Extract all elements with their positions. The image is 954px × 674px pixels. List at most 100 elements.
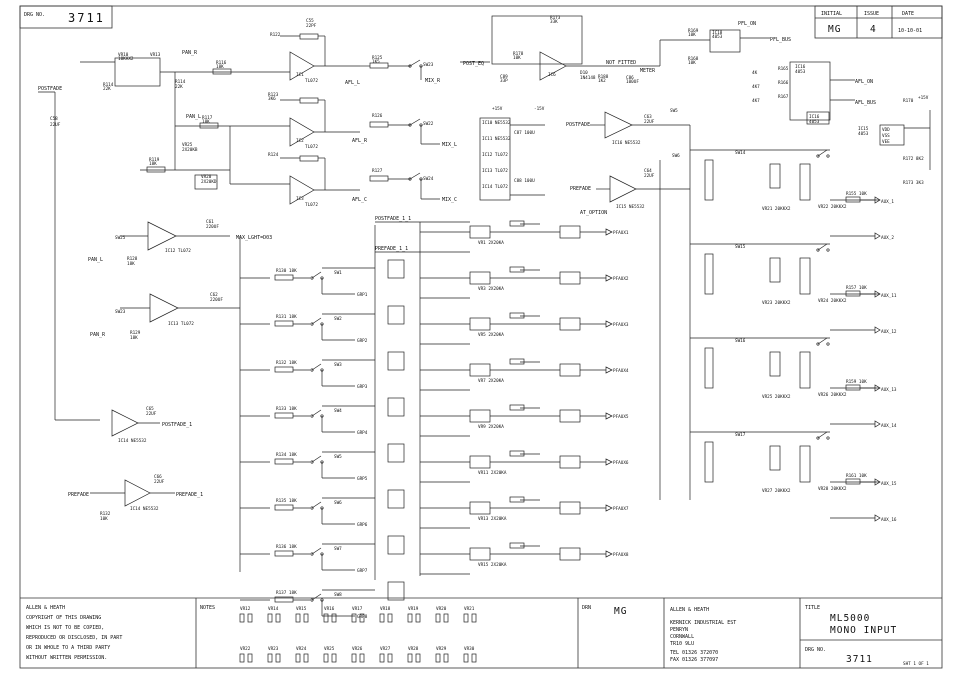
part-pin: [247, 653, 253, 663]
issue-value: 4: [870, 24, 877, 35]
pot-body: [559, 547, 581, 561]
sheet-number: SHT 1 OF 1: [903, 661, 929, 667]
resistor: [274, 596, 294, 603]
title-line-1: ML5000: [830, 613, 870, 624]
output-arrow: [605, 366, 613, 374]
part-pin: [351, 653, 357, 663]
svg-text:C87 100U: C87 100U: [514, 130, 535, 136]
pot-body: [469, 271, 491, 285]
resistor: [274, 458, 294, 465]
notes-part: VR27: [379, 646, 393, 663]
aux-output-label: AUX_11: [881, 293, 897, 299]
svg-text:4K: 4K: [752, 70, 758, 76]
part-pin: [379, 653, 385, 663]
pfl-afl-logic: IC18 4053 PFL_ON PFL_BUS R169 10K R168 1…: [659, 21, 876, 125]
svg-text:R126: R126: [372, 113, 383, 119]
switch-contact: [310, 552, 314, 556]
ic2-label: IC2: [296, 138, 304, 144]
svg-text:R116: R116: [216, 60, 227, 66]
notes-part: VR15: [295, 606, 309, 623]
vr-b-label: VR26 20KKX2: [818, 392, 847, 398]
output-arrow: [874, 420, 881, 428]
notes-part: VR22: [239, 646, 253, 663]
svg-text:4053: 4053: [712, 34, 723, 40]
output-arrow: [605, 458, 613, 466]
net-at-option: AT_OPTION: [580, 210, 607, 216]
svg-text:R129: R129: [130, 330, 141, 336]
pot-body: [559, 363, 581, 377]
resistor: [845, 478, 861, 485]
output-arrow: [605, 320, 613, 328]
output-arrow: [605, 550, 613, 558]
output-arrow: [605, 274, 613, 282]
pot-body: [799, 351, 811, 389]
part-pin: [351, 613, 357, 623]
switch-arm: [817, 431, 828, 439]
part-pin: [323, 613, 329, 623]
svg-text:C62: C62: [210, 292, 218, 298]
svg-text:VR25: VR25: [182, 142, 193, 148]
svg-text:TL072: TL072: [305, 78, 318, 84]
svg-text:TEL 01326 372070: TEL 01326 372070: [670, 650, 718, 656]
svg-text:WHICH IS NOT TO BE COPIED,: WHICH IS NOT TO BE COPIED,: [26, 625, 104, 631]
svg-text:C66: C66: [154, 474, 162, 480]
resistor: [845, 196, 861, 203]
pot-body: [769, 445, 781, 471]
switch-contact: [826, 248, 830, 252]
pfl-output-label: PFAUX3: [613, 322, 629, 328]
svg-text:R127: R127: [372, 168, 383, 174]
switch-contact: [310, 460, 314, 464]
notes-label: NOTES: [200, 605, 215, 611]
svg-text:4053: 4053: [795, 69, 806, 75]
ic-column: IC10 NE5532 IC11 NE5532 IC12 TL072 IC13 …: [479, 106, 545, 201]
net-postfade-1: POSTFADE_1: [162, 422, 192, 428]
aux-send-label: GRP2: [357, 338, 368, 344]
resistor-label: R137 18K: [276, 590, 297, 596]
output-arrow: [874, 384, 881, 392]
svg-text:C65: C65: [146, 406, 154, 412]
svg-text:18K: 18K: [149, 161, 157, 167]
output-arrow: [874, 326, 881, 334]
ic3-label: IC3: [296, 196, 304, 202]
notes-part: VR19: [407, 606, 421, 623]
svg-text:220UF: 220UF: [206, 224, 219, 230]
svg-text:FAX 01326 377097: FAX 01326 377097: [670, 657, 718, 663]
fader: [704, 159, 714, 201]
svg-text:33P: 33P: [500, 78, 508, 84]
initial-value: MG: [828, 24, 841, 35]
pot-body: [559, 501, 581, 515]
svg-text:18K: 18K: [127, 261, 135, 267]
part-pin: [331, 613, 337, 623]
net-pan-r: PAN_R: [182, 50, 198, 56]
svg-text:IC16: IC16: [809, 114, 820, 120]
notes-part-label: VR15: [296, 606, 307, 612]
switch-label: SW3: [334, 362, 342, 368]
svg-text:ALLEN & HEATH: ALLEN & HEATH: [670, 607, 709, 613]
svg-text:IC13 TL072: IC13 TL072: [168, 321, 194, 327]
switch-arm: [817, 149, 828, 157]
svg-text:R178: R178: [513, 51, 524, 57]
svg-text:TL072: TL072: [305, 144, 318, 150]
switch-contact: [816, 436, 820, 440]
switch-contact: [310, 276, 314, 280]
switch-contact: [310, 506, 314, 510]
svg-text:R170: R170: [903, 98, 914, 104]
svg-text:SW6: SW6: [672, 153, 680, 159]
svg-text:3K6: 3K6: [268, 96, 276, 102]
pfl-output-label: PFAUX2: [613, 276, 629, 282]
svg-text:22K: 22K: [175, 84, 183, 90]
vr-b-label: VR22 20KKX2: [818, 204, 847, 210]
aux-output-label: AUX_2: [881, 235, 894, 241]
svg-text:REPRODUCED OR DISCLOSED, IN PA: REPRODUCED OR DISCLOSED, IN PART: [26, 635, 122, 641]
notes-part: VR28: [407, 646, 421, 663]
svg-text:VEE: VEE: [882, 139, 890, 145]
svg-text:4053: 4053: [809, 119, 820, 125]
notes-part: VR14: [267, 606, 281, 623]
notes-part: VR26: [351, 646, 365, 663]
